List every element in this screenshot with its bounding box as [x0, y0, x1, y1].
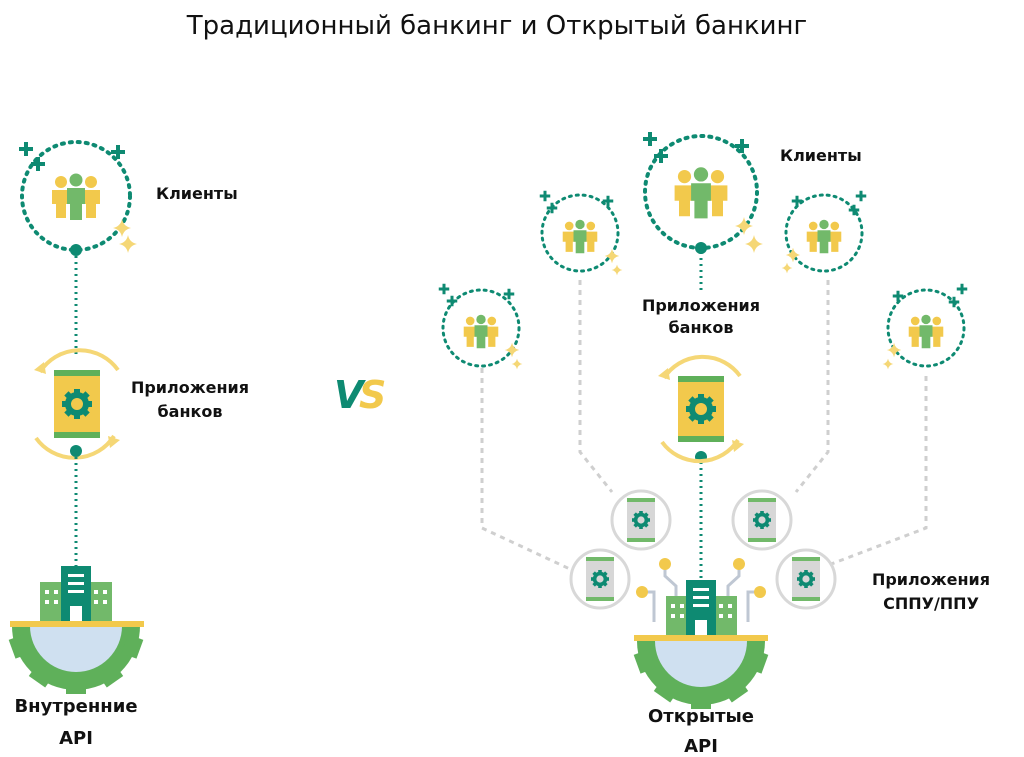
right-clients-node-2	[781, 190, 867, 274]
right-api-label-line1: Открытые	[648, 706, 754, 727]
right-apps-label-line1: Приложения	[642, 296, 760, 315]
vs-letter-s: S	[359, 373, 386, 417]
left-people-icon	[52, 173, 100, 220]
left-api-label-line2: API	[59, 728, 93, 749]
vs-letter-v: V	[334, 373, 366, 417]
left-apps-label-line2: банков	[158, 402, 223, 421]
left-api-label-line1: Внутренние	[14, 696, 137, 717]
third-party-app-3	[731, 489, 793, 551]
left-clients-label: Клиенты	[156, 184, 238, 203]
right-api-building	[633, 558, 769, 709]
third-party-label-line2: СППУ/ППУ	[883, 594, 979, 613]
left-sparkle-icon-2	[119, 235, 137, 253]
left-clients-node	[19, 140, 137, 256]
left-plus-icon-1	[19, 142, 33, 156]
right-clients-node-3	[438, 283, 523, 370]
right-clients-node-4	[882, 283, 968, 370]
third-party-app-1	[610, 489, 672, 551]
third-party-app-2	[569, 548, 631, 610]
right-clients-node-main	[643, 132, 763, 253]
left-api-building	[8, 566, 144, 694]
right-api-label-line2: API	[684, 736, 718, 757]
right-bank-app-node	[658, 354, 744, 464]
right-clients-node-1	[539, 190, 623, 276]
right-apps-label-line2: банков	[669, 318, 734, 337]
left-plus-icon-2	[31, 157, 45, 171]
left-connector-dot	[70, 445, 82, 457]
third-party-label-line1: Приложения	[872, 570, 990, 589]
right-clients-label: Клиенты	[780, 146, 862, 165]
page-title: Традиционный банкинг и Открытый банкинг	[186, 11, 807, 41]
third-party-connectors	[480, 280, 928, 572]
left-bank-app-node	[34, 348, 120, 460]
left-apps-label-line1: Приложения	[131, 378, 249, 397]
third-party-app-4	[775, 548, 837, 610]
